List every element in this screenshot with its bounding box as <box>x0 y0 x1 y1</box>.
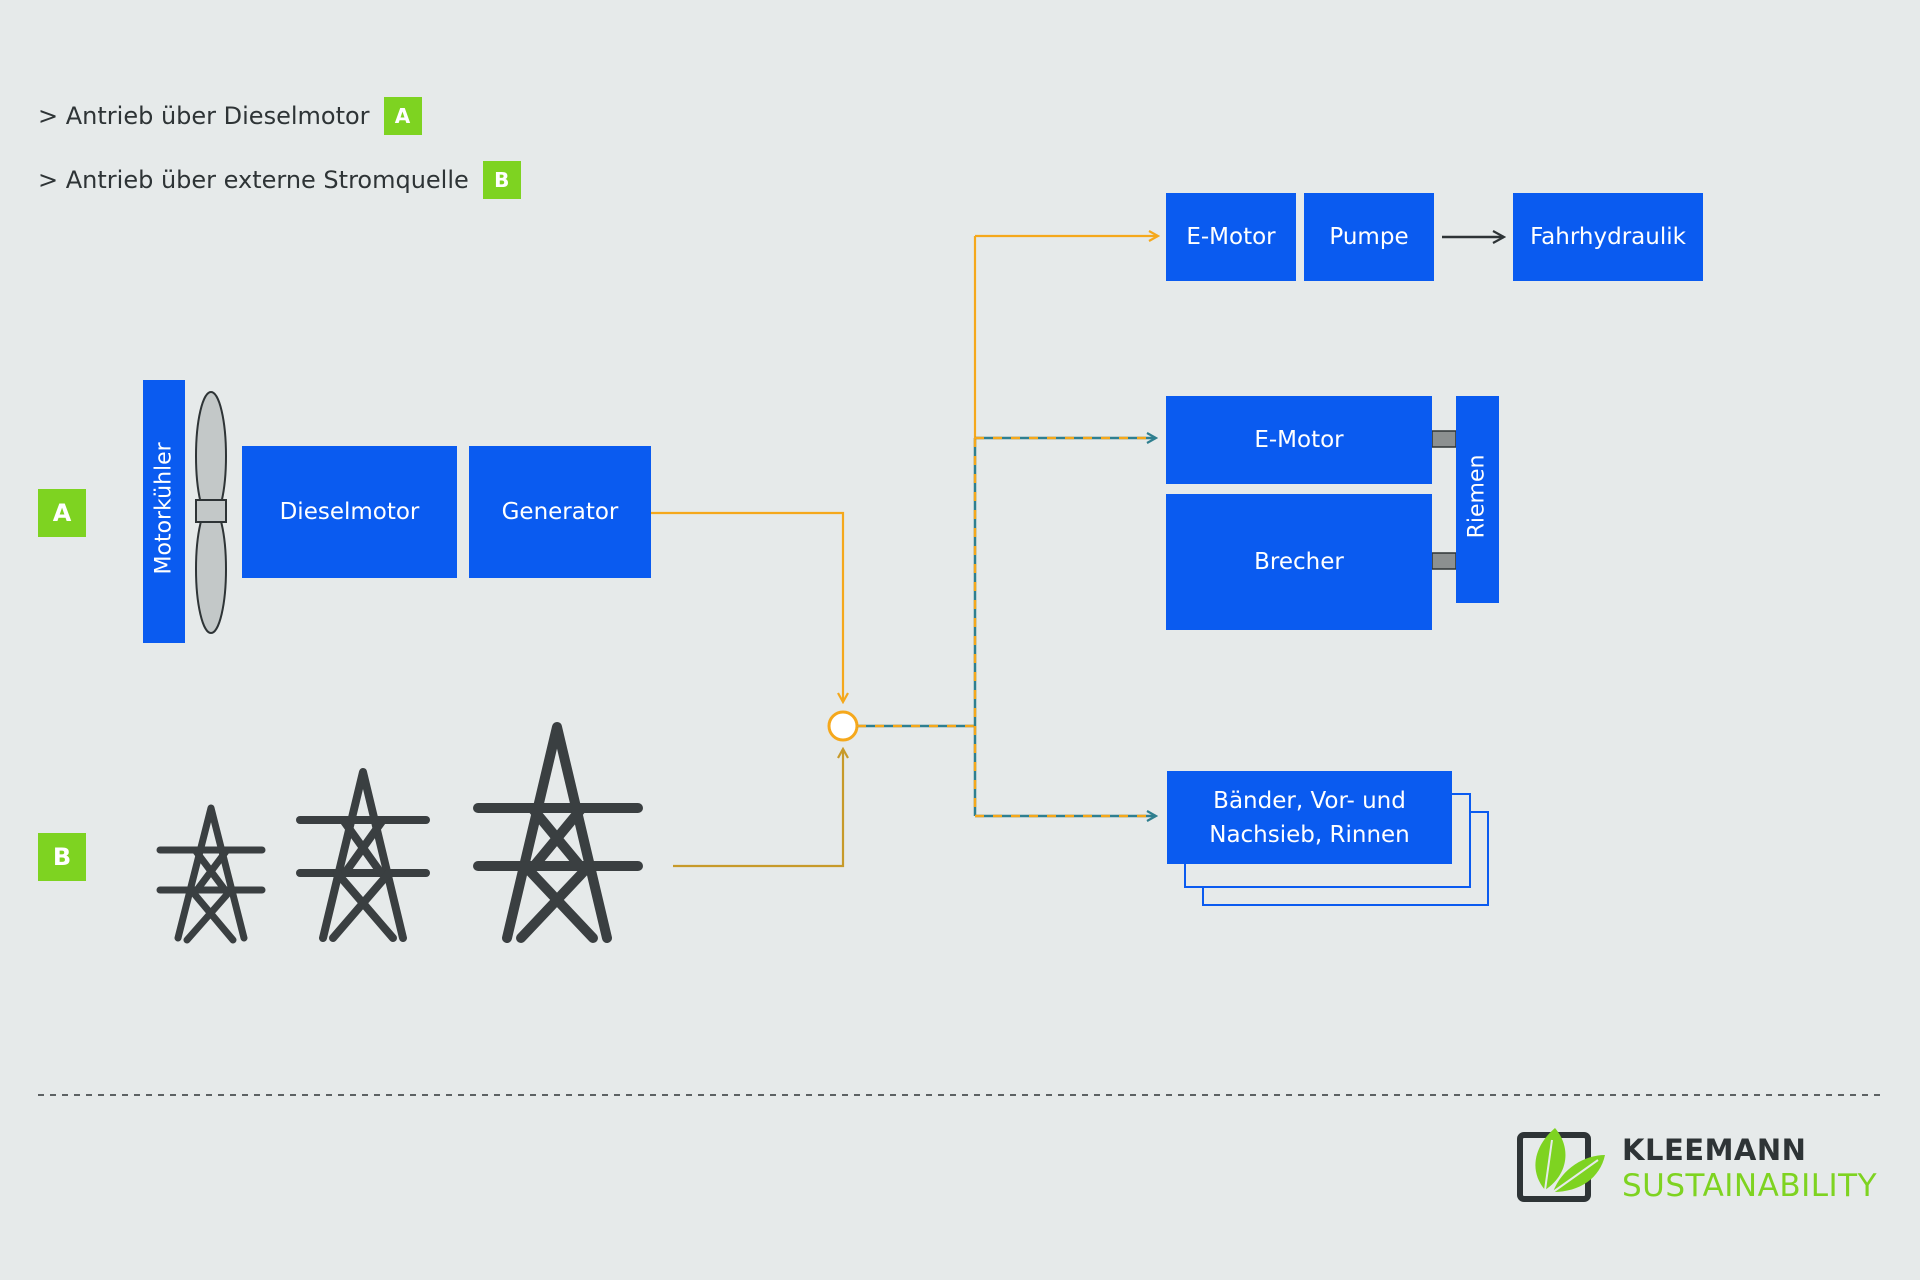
generator-line <box>651 511 843 702</box>
riemen-block <box>1456 396 1499 603</box>
emotor-top-block: E-Motor <box>1166 193 1296 281</box>
legend-label-external: > Antrieb über externe Stromquelle <box>38 166 469 194</box>
legend-item-external: > Antrieb über externe Stromquelle B <box>38 161 521 199</box>
fahrhydraulik-block: Fahrhydraulik <box>1513 193 1703 281</box>
kleemann-logo-icon <box>1517 1128 1605 1202</box>
pumpe-block: Pumpe <box>1304 193 1434 281</box>
emotor-mid-block: E-Motor <box>1166 396 1432 484</box>
logo-brand: KLEEMANN <box>1622 1133 1807 1167</box>
legend-tag-a: A <box>383 97 422 135</box>
legend-tag-b: B <box>482 161 521 199</box>
motorkuehler-label: Motorkühler <box>151 442 177 575</box>
baender-label-line1: Bänder, Vor- und <box>1213 787 1406 814</box>
dieselmotor-block: Dieselmotor <box>242 446 457 578</box>
belt-connector-bottom <box>1431 552 1457 570</box>
belt-connector-top <box>1431 430 1457 448</box>
logo-tagline: SUSTAINABILITY <box>1622 1168 1878 1204</box>
generator-block: Generator <box>469 446 651 578</box>
pylon-medium-icon <box>296 768 430 942</box>
legend-label-diesel: > Antrieb über Dieselmotor <box>38 102 370 130</box>
row-tag-b: B <box>38 833 86 881</box>
baender-label-line2: Nachsieb, Rinnen <box>1209 821 1410 848</box>
external-power-line <box>673 749 843 868</box>
fan-icon <box>195 391 227 634</box>
row-tag-a: A <box>38 489 86 537</box>
pylon-large-icon <box>473 722 643 943</box>
brecher-block: Brecher <box>1166 494 1432 630</box>
riemen-label: Riemen <box>1464 454 1490 539</box>
motorkuehler-block <box>143 380 185 643</box>
legend-item-diesel: > Antrieb über Dieselmotor A <box>38 97 422 135</box>
junction-node <box>827 710 859 742</box>
pylon-small-icon <box>156 804 266 944</box>
baender-block: Bänder, Vor- und Nachsieb, Rinnen <box>1167 771 1452 864</box>
